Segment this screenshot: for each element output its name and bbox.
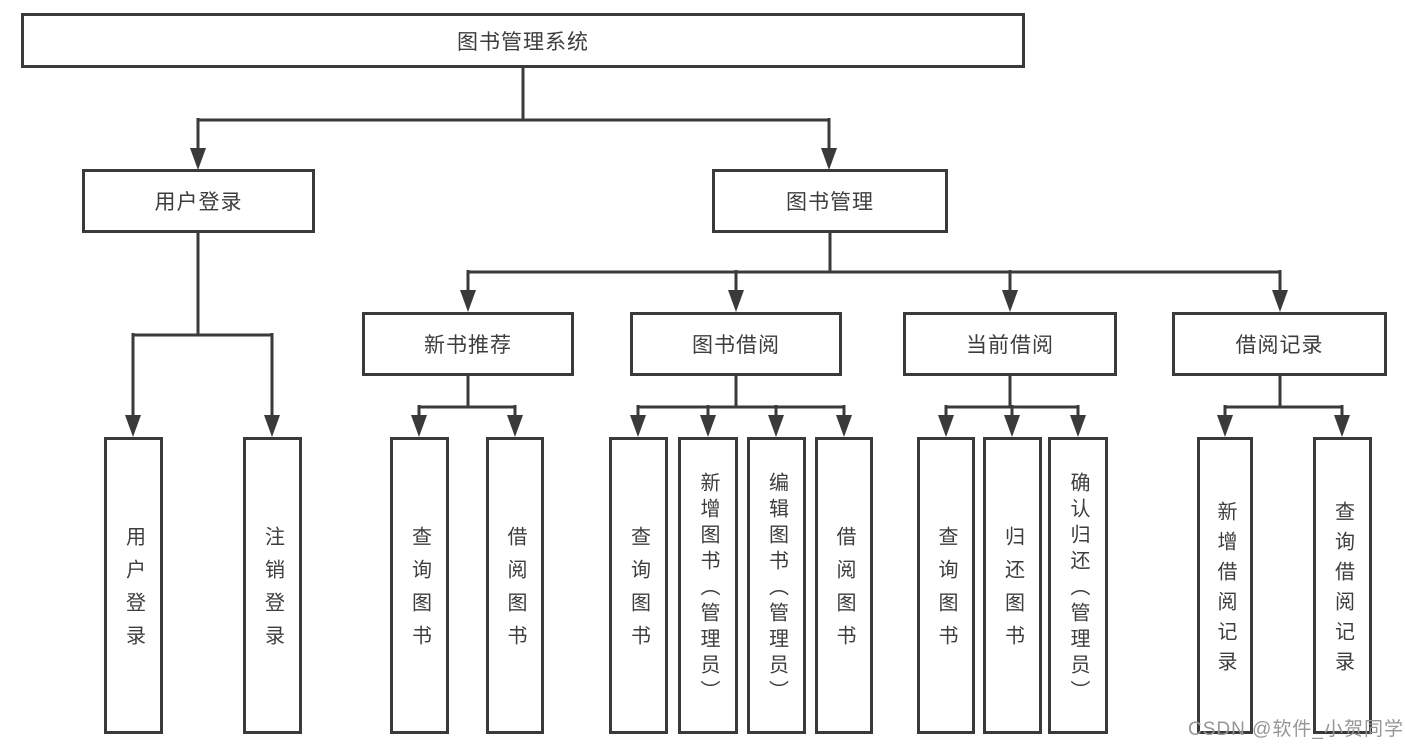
leaf-label: 借阅图书 bbox=[833, 526, 855, 658]
node-label: 图书管理 bbox=[786, 191, 874, 214]
leaf-return-books: 归还图书 bbox=[983, 437, 1042, 734]
leaf-logout: 注销登录 bbox=[243, 437, 302, 734]
leaf-borrow-books: 借阅图书 bbox=[815, 437, 873, 734]
csdn-watermark: CSDN @软件_小贺同学 bbox=[1188, 719, 1404, 740]
leaf-query-books-recommend: 查询图书 bbox=[390, 437, 449, 734]
node-label: 新书推荐 bbox=[424, 334, 512, 357]
node-label: 图书管理系统 bbox=[457, 30, 589, 54]
leaf-confirm-return-admin: 确认归还（管理员） bbox=[1048, 437, 1108, 734]
leaf-query-books-current: 查询图书 bbox=[917, 437, 975, 734]
leaf-query-books-borrow: 查询图书 bbox=[609, 437, 668, 734]
leaf-label: 查询借阅记录 bbox=[1331, 500, 1354, 681]
node-new-book-recommend: 新书推荐 bbox=[362, 312, 574, 376]
leaf-query-borrow-record: 查询借阅记录 bbox=[1313, 437, 1372, 734]
leaf-label: 新增图书（管理员） bbox=[697, 471, 719, 706]
leaf-label: 确认归还（管理员） bbox=[1067, 471, 1089, 706]
node-current-borrow: 当前借阅 bbox=[903, 312, 1117, 376]
node-book-management: 图书管理 bbox=[712, 169, 948, 233]
leaf-edit-books-admin: 编辑图书（管理员） bbox=[747, 437, 806, 734]
node-label: 用户登录 bbox=[154, 191, 243, 214]
leaf-label: 查询图书 bbox=[935, 526, 957, 658]
leaf-label: 用户登录 bbox=[122, 526, 145, 658]
node-book-borrow: 图书借阅 bbox=[630, 312, 842, 376]
node-borrow-records: 借阅记录 bbox=[1172, 312, 1387, 376]
connector-strokes bbox=[131, 68, 1344, 419]
leaf-label: 借阅图书 bbox=[504, 526, 526, 658]
node-label: 当前借阅 bbox=[966, 334, 1054, 357]
leaf-label: 查询图书 bbox=[627, 526, 650, 658]
node-label: 图书借阅 bbox=[692, 334, 780, 357]
leaf-label: 新增借阅记录 bbox=[1214, 500, 1236, 681]
node-user-login: 用户登录 bbox=[82, 169, 315, 233]
node-library-management-system: 图书管理系统 bbox=[21, 13, 1025, 68]
leaf-add-borrow-record: 新增借阅记录 bbox=[1197, 437, 1253, 734]
leaf-borrow-books-recommend: 借阅图书 bbox=[486, 437, 544, 734]
connector-arrowheads bbox=[125, 148, 1350, 437]
node-label: 借阅记录 bbox=[1235, 334, 1324, 357]
leaf-label: 查询图书 bbox=[408, 526, 431, 658]
leaf-add-books-admin: 新增图书（管理员） bbox=[678, 437, 738, 734]
leaf-user-login: 用户登录 bbox=[104, 437, 163, 734]
leaf-label: 注销登录 bbox=[261, 526, 284, 658]
leaf-label: 归还图书 bbox=[1001, 526, 1024, 658]
leaf-label: 编辑图书（管理员） bbox=[765, 471, 788, 706]
